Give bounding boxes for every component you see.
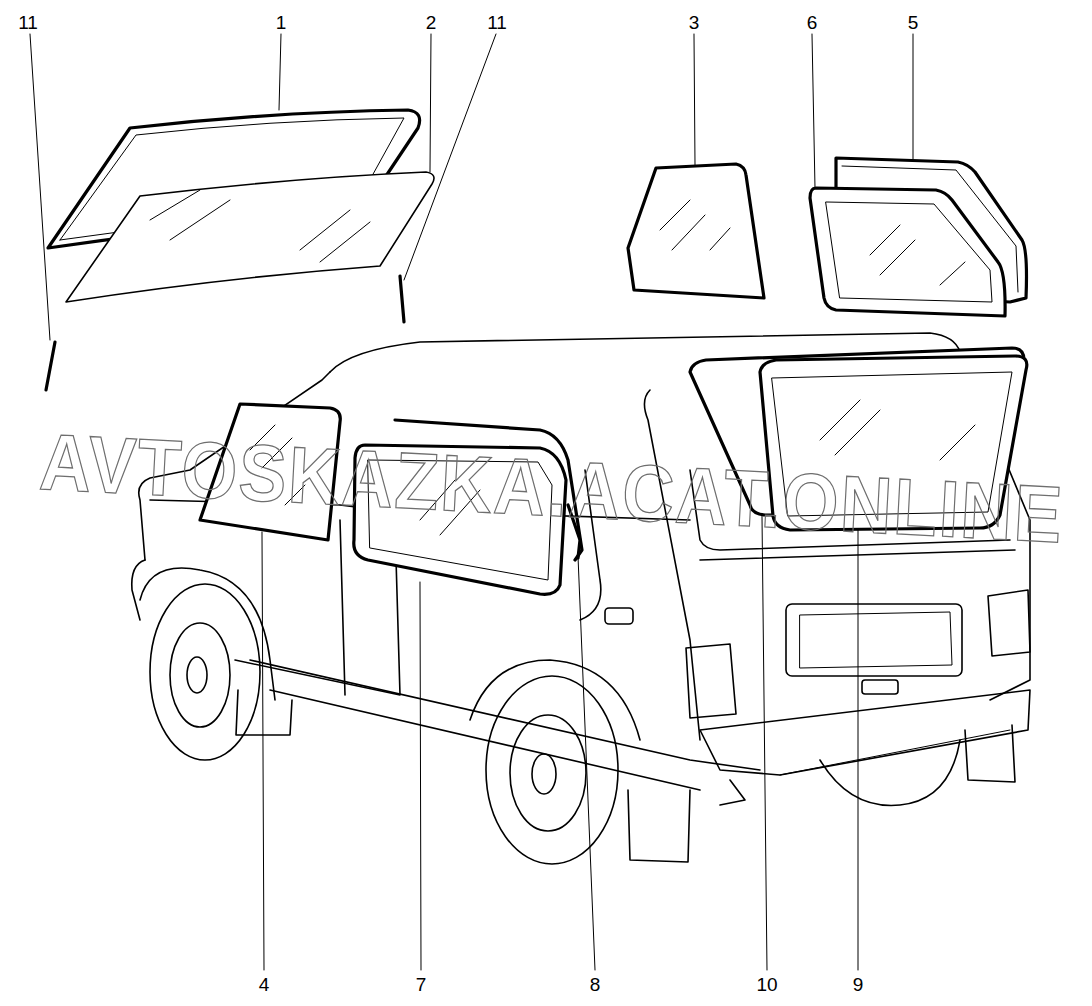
car-body <box>132 333 1030 864</box>
spare-wheel-edge <box>820 740 960 805</box>
windshield-glass <box>66 172 434 302</box>
glass-hatching <box>820 400 975 460</box>
leader <box>694 34 695 165</box>
tow-hook <box>720 780 745 805</box>
seal-strip <box>46 276 404 390</box>
rear-arch <box>470 660 640 740</box>
front-wheel <box>150 584 260 760</box>
glass-outline <box>810 188 1005 316</box>
leader <box>262 532 264 970</box>
callout-number: 2 <box>426 13 437 32</box>
tail-light-right <box>988 590 1030 656</box>
rear-mudflap-right <box>965 725 1015 782</box>
leader <box>420 582 421 970</box>
glass-inner <box>826 202 992 302</box>
leader <box>858 530 859 970</box>
leader <box>578 556 595 970</box>
plate-inner <box>800 612 952 668</box>
rear-mudflap <box>628 790 690 862</box>
callout-number: 11 <box>487 13 507 32</box>
callout-number: 1 <box>276 13 287 32</box>
rear-bumper <box>700 690 1030 775</box>
leader <box>430 34 431 172</box>
glass-hatching <box>870 225 965 285</box>
front-mudflap <box>236 690 292 735</box>
callout-number: 4 <box>259 975 270 994</box>
glass-outline <box>628 164 764 298</box>
callout-number: 5 <box>908 13 919 32</box>
license-plate <box>786 604 962 676</box>
door-front <box>340 520 345 695</box>
front-arch <box>140 568 275 700</box>
callout-number: 11 <box>18 13 38 32</box>
callout-number: 6 <box>807 13 818 32</box>
fuel-door <box>605 608 633 624</box>
rear-pillar <box>644 390 700 740</box>
sill-line <box>250 660 760 770</box>
bumper-line <box>780 730 1010 775</box>
rear-rim <box>510 715 586 831</box>
glass-outline <box>66 172 434 302</box>
rear-hub <box>532 754 556 794</box>
callout-number: 3 <box>689 13 700 32</box>
glass-hatching <box>660 200 730 250</box>
tailgate-handle <box>862 680 898 694</box>
strip-left <box>46 342 55 390</box>
callout-number: 7 <box>416 975 427 994</box>
glass-hatching <box>150 190 370 262</box>
sill-lower <box>270 690 700 790</box>
watermark: AVTOSKAZKA.ACAT.ONLINE <box>38 422 1066 556</box>
quarter-glass <box>628 164 764 298</box>
callout-number: 10 <box>756 975 777 994</box>
leader <box>762 516 767 970</box>
leader <box>30 34 50 340</box>
leader <box>279 34 281 110</box>
front-hub <box>187 657 207 693</box>
strip-right <box>400 276 404 322</box>
leader <box>812 34 815 188</box>
leader <box>404 34 496 280</box>
callout-number: 8 <box>590 975 601 994</box>
rear-wheel <box>486 676 618 864</box>
side-glass <box>810 188 1005 316</box>
front-rim <box>170 623 230 727</box>
tail-light-left <box>686 644 736 718</box>
leader <box>913 34 914 159</box>
callout-number: 9 <box>853 975 864 994</box>
